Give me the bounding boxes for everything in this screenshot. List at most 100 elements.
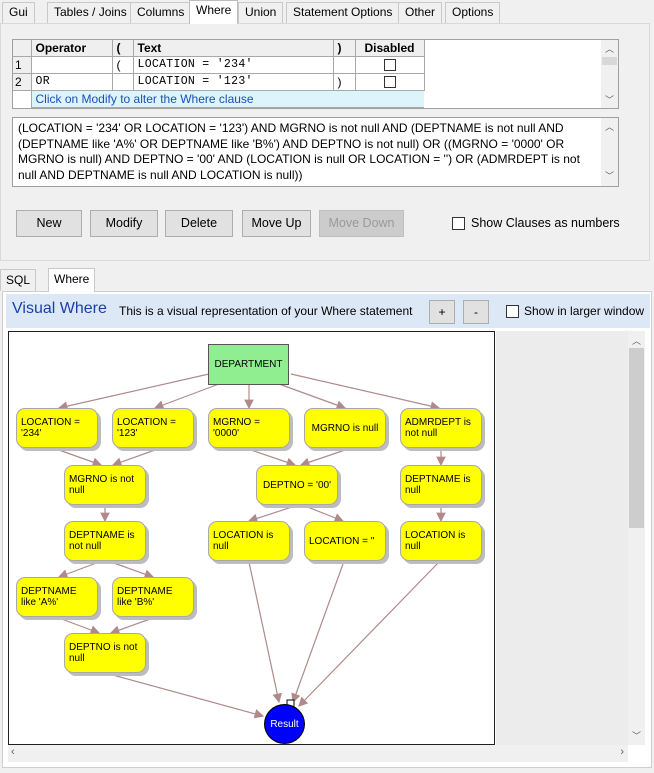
diagram-node[interactable]: LOCATION is null xyxy=(400,521,482,561)
scroll-down-icon[interactable]: ﹀ xyxy=(631,731,641,741)
diagram-node[interactable]: MGRNO = '0000' xyxy=(208,408,290,448)
diagram-edges xyxy=(57,373,446,719)
open-paren-cell[interactable]: ( xyxy=(112,56,134,74)
diagram-node[interactable]: DEPTNAME is not null xyxy=(64,521,146,561)
tab-options[interactable]: Options xyxy=(445,2,501,23)
diagram-node[interactable]: LOCATION = '' xyxy=(304,521,386,561)
edge-root-loc234 xyxy=(57,373,210,411)
operator-cell[interactable]: OR xyxy=(31,73,113,91)
modify-button[interactable]: Modify xyxy=(90,210,158,237)
move-up-button[interactable]: Move Up xyxy=(242,210,311,237)
zoom-out-button[interactable]: - xyxy=(463,300,489,324)
tab-where[interactable]: Where xyxy=(189,0,239,24)
edge-mgrno0000-deptno00 xyxy=(250,449,297,467)
tab-union[interactable]: Union xyxy=(238,2,284,23)
where-statement-text[interactable]: (LOCATION = '234' OR LOCATION = '123') A… xyxy=(12,117,619,187)
zoom-in-button[interactable]: + xyxy=(429,300,455,324)
grid-header-row: Operator ( Text ) Disabled xyxy=(13,40,425,57)
diagram-node[interactable]: LOCATION = '234' xyxy=(16,408,98,448)
grid-hint-row: Click on Modify to alter the Where claus… xyxy=(13,90,424,108)
diagram-node[interactable]: DEPTNAME like 'A%' xyxy=(16,577,98,617)
diagram-result-node[interactable]: Result xyxy=(264,704,305,744)
grid-header-rownum xyxy=(13,40,32,57)
grid-scrollbar[interactable]: ︿ ﹀ xyxy=(601,40,618,108)
diagram-node[interactable]: DEPTNAME like 'B%' xyxy=(112,577,194,617)
edge-deptnonotnull-result xyxy=(108,673,265,719)
text-cell[interactable]: LOCATION = '234' xyxy=(133,56,334,74)
close-paren-cell[interactable] xyxy=(333,56,356,74)
diagram-node[interactable]: MGRNO is null xyxy=(304,408,386,448)
row-number: 1 xyxy=(13,56,32,74)
scroll-down-icon[interactable]: ﹀ xyxy=(604,170,614,181)
row-number: 2 xyxy=(13,73,32,91)
tab-sql[interactable]: SQL xyxy=(0,269,37,291)
grid-hint: Click on Modify to alter the Where claus… xyxy=(31,90,424,108)
larger-window-checkbox[interactable] xyxy=(506,305,519,318)
edge-locnull2-result xyxy=(298,561,440,707)
close-paren-cell[interactable]: ) xyxy=(333,73,356,91)
diagram-node[interactable]: ADMRDEPT is not null xyxy=(400,408,482,448)
scroll-left-icon[interactable]: ‹ xyxy=(11,746,15,758)
edge-mgrnonull-deptno00 xyxy=(299,449,346,467)
edge-deptnamenotnull-likeB xyxy=(110,561,155,579)
table-row[interactable]: 2 OR LOCATION = '123' ) xyxy=(13,73,425,91)
move-down-button[interactable]: Move Down xyxy=(319,210,404,237)
top-tab-strip: Gui Tables / Joins Columns Where Union S… xyxy=(0,0,654,24)
scroll-down-icon[interactable]: ﹀ xyxy=(604,95,614,105)
visual-where-description: This is a visual representation of your … xyxy=(119,304,413,318)
disabled-cell xyxy=(355,56,425,74)
operator-cell[interactable] xyxy=(31,56,113,74)
canvas-vertical-scrollbar[interactable]: ︿ ﹀ xyxy=(628,331,645,745)
tab-tables-joins[interactable]: Tables / Joins xyxy=(47,2,134,23)
visual-where-header: Visual Where This is a visual representa… xyxy=(6,294,650,328)
diagram-node[interactable]: MGRNO is not null xyxy=(64,465,146,505)
disabled-checkbox[interactable] xyxy=(383,76,396,89)
disabled-checkbox[interactable] xyxy=(383,59,396,72)
edge-root-admrdept xyxy=(290,373,441,411)
diagram-node[interactable]: DEPTNO is not null xyxy=(64,633,146,673)
table-row[interactable]: 1 ( LOCATION = '234' xyxy=(13,56,425,74)
scroll-up-icon[interactable]: ︿ xyxy=(631,336,641,346)
edge-likeA-deptnonotnull xyxy=(58,617,101,635)
canvas-background xyxy=(496,331,628,745)
grid-header-operator[interactable]: Operator xyxy=(31,40,113,57)
scroll-up-icon[interactable]: ︿ xyxy=(604,122,614,132)
where-clause-grid[interactable]: Operator ( Text ) Disabled 1 ( LOCATION … xyxy=(12,39,619,109)
show-clauses-label: Show Clauses as numbers xyxy=(471,216,620,230)
grid-header-text[interactable]: Text xyxy=(133,40,334,57)
diagram-node[interactable]: LOCATION = '123' xyxy=(112,408,194,448)
larger-window-label: Show in larger window xyxy=(524,304,645,318)
grid-header-disabled[interactable]: Disabled xyxy=(355,40,425,57)
canvas-scroll-thumb[interactable] xyxy=(629,348,644,528)
tab-statement-options[interactable]: Statement Options xyxy=(286,2,400,23)
tab-gui[interactable]: Gui xyxy=(2,2,35,23)
grid-scroll-thumb[interactable] xyxy=(602,57,617,65)
where-text-scrollbar[interactable]: ︿ ﹀ xyxy=(601,118,618,186)
new-button[interactable]: New xyxy=(16,210,82,237)
tab-where-visual[interactable]: Where xyxy=(48,268,96,292)
diagram-root-node[interactable]: DEPARTMENT xyxy=(208,344,289,385)
diagram-node[interactable]: LOCATION is null xyxy=(208,521,290,561)
where-statement-content: (LOCATION = '234' OR LOCATION = '123') A… xyxy=(18,121,580,182)
diagram-node[interactable]: DEPTNO = '00' xyxy=(256,465,338,505)
grid-header-close-paren[interactable]: ) xyxy=(333,40,356,57)
text-cell[interactable]: LOCATION = '123' xyxy=(133,73,334,91)
edge-loc123-mgrnonotnull xyxy=(111,449,156,467)
scroll-right-icon[interactable]: › xyxy=(620,746,624,758)
show-clauses-checkbox[interactable] xyxy=(452,217,465,230)
canvas-horizontal-scrollbar[interactable]: ‹ › xyxy=(8,745,628,762)
edge-loc234-mgrnonotnull xyxy=(58,449,103,467)
diagram-node[interactable]: DEPTNAME is null xyxy=(400,465,482,505)
tab-other[interactable]: Other xyxy=(398,2,443,23)
edge-root-mgrnonull xyxy=(278,383,347,410)
open-paren-cell[interactable] xyxy=(112,73,134,91)
scroll-up-icon[interactable]: ︿ xyxy=(604,44,614,54)
visual-where-canvas[interactable]: DEPARTMENT LOCATION = '234' LOCATION = '… xyxy=(8,331,495,745)
tab-columns[interactable]: Columns xyxy=(130,2,192,23)
grid-header-open-paren[interactable]: ( xyxy=(112,40,134,57)
edge-deptno00-locnull1 xyxy=(247,505,296,523)
edge-locnull1-result xyxy=(248,561,282,704)
delete-button[interactable]: Delete xyxy=(165,210,233,237)
edge-deptno00-locempty xyxy=(304,505,345,523)
visual-where-title: Visual Where xyxy=(12,300,107,317)
